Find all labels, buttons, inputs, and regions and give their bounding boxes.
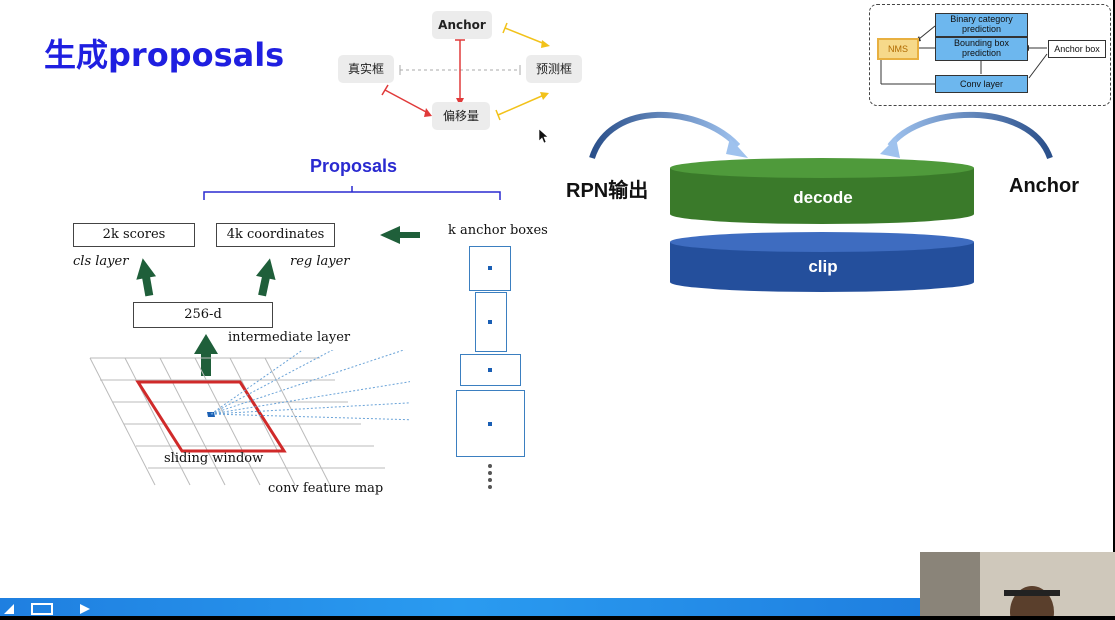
- nms-box: NMS: [877, 38, 919, 60]
- anchor-center-2: [488, 320, 492, 324]
- anchor-center-3: [488, 368, 492, 372]
- offset-node: 偏移量: [432, 102, 490, 130]
- decode-clip-cylinders: [670, 158, 974, 292]
- pipeline-anchor-label: Anchor: [1009, 175, 1079, 197]
- decode-label: decode: [793, 188, 853, 207]
- webcam-overlay: [920, 552, 1115, 616]
- reg-coords-box: 4k coordinates: [216, 223, 335, 247]
- anchor-center-4: [488, 422, 492, 426]
- pred-box-node: 预测框: [526, 55, 582, 83]
- conv-feature-map: [89, 350, 410, 486]
- bottom-toolbar: [0, 598, 920, 616]
- slide: 生成proposals Anchor 真实框 预测框 偏移量 Proposals…: [0, 0, 1113, 598]
- clip-label: clip: [808, 257, 838, 276]
- truth-box-node: 真实框: [338, 55, 394, 83]
- intermediate-box: 256-d: [133, 302, 273, 328]
- prev-icon: [4, 604, 14, 614]
- screen-icon: [31, 603, 53, 615]
- offset-diagram-arrows: [381, 22, 550, 121]
- reg-layer-label: reg layer: [290, 254, 350, 269]
- presenter-video: [920, 552, 1115, 616]
- intermediate-layer-label: intermediate layer: [228, 330, 351, 345]
- anchor-center-1: [488, 266, 492, 270]
- proposals-label: Proposals: [310, 156, 398, 176]
- next-icon: [80, 604, 90, 614]
- toolbar-nav-icons: [4, 603, 90, 615]
- anchor-boxes-label: k anchor boxes: [448, 223, 548, 238]
- slide-title: 生成proposals: [44, 36, 285, 74]
- proposals-brace: [203, 186, 501, 200]
- cls-scores-box: 2k scores: [73, 223, 195, 247]
- cursor-icon: [539, 129, 549, 143]
- anchor-box-1: [469, 246, 511, 291]
- conv-layer-box: Conv layer: [935, 75, 1028, 93]
- anchor-node: Anchor: [432, 11, 492, 39]
- cls-layer-label: cls layer: [73, 254, 129, 269]
- more-anchors-ellipsis: [488, 464, 492, 489]
- green-arrows: [136, 226, 420, 376]
- sliding-window-label: sliding window: [164, 451, 264, 466]
- anchor-box-node: Anchor box: [1048, 40, 1106, 58]
- bbox-prediction-box: Bounding box prediction: [935, 37, 1028, 61]
- pipeline-curved-arrows: [589, 111, 1053, 160]
- binary-category-box: Binary category prediction: [935, 13, 1028, 37]
- rpn-output-label: RPN输出: [566, 180, 649, 202]
- inset-diagram-frame: [869, 4, 1111, 106]
- feature-map-label: conv feature map: [268, 481, 384, 496]
